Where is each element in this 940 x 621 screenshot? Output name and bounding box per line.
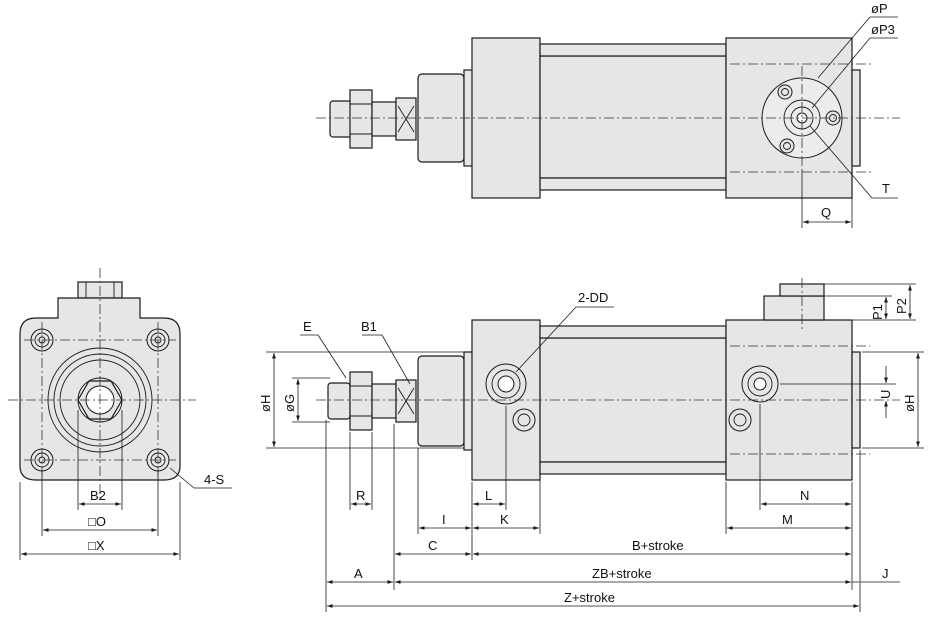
top-tube <box>539 55 727 179</box>
side-bolt-front <box>512 408 536 432</box>
label-oG: øG <box>282 394 297 412</box>
side-port-rear <box>741 365 779 403</box>
label-P1: P1 <box>870 304 885 320</box>
label-E: E <box>303 319 312 334</box>
label-oH-left: øH <box>258 395 273 412</box>
label-2-DD: 2-DD <box>578 290 608 305</box>
label-L: L <box>485 488 492 503</box>
side-view: 2-DD E B1 øH øG R <box>258 278 924 612</box>
label-X: □X <box>88 538 105 553</box>
side-rear-mount <box>763 295 825 321</box>
label-Z-stroke: Z+stroke <box>564 590 615 605</box>
label-ZB-stroke: ZB+stroke <box>592 566 652 581</box>
top-rod-nut <box>349 89 373 149</box>
side-tie-rod-top <box>539 325 727 339</box>
top-tie-rod-top <box>539 43 727 57</box>
side-port-front <box>485 363 527 405</box>
label-oP3: øP3 <box>871 22 895 37</box>
top-rod <box>329 100 353 138</box>
end-view: 4-S B2 □O □X <box>8 268 232 560</box>
label-O: □O <box>88 514 106 529</box>
label-oH-right: øH <box>902 395 917 412</box>
side-rod-nut <box>349 371 373 431</box>
label-C: C <box>428 538 437 553</box>
top-tie-rod-bottom <box>539 177 727 191</box>
label-B1: B1 <box>361 319 377 334</box>
label-Q: Q <box>821 205 831 220</box>
top-flange-bolt-1 <box>777 84 793 100</box>
side-bolt-rear <box>728 408 752 432</box>
label-M: M <box>782 512 793 527</box>
label-A: A <box>354 566 363 581</box>
label-P2: P2 <box>894 298 909 314</box>
label-T: T <box>882 181 890 196</box>
side-boss <box>417 355 465 447</box>
label-I: I <box>442 512 446 527</box>
side-rod-end <box>327 382 351 420</box>
label-N: N <box>800 488 809 503</box>
label-B2: B2 <box>90 488 106 503</box>
label-B-stroke: B+stroke <box>632 538 684 553</box>
label-oP: øP <box>871 1 888 16</box>
label-R: R <box>356 488 365 503</box>
label-U: U <box>878 390 893 399</box>
label-4-S: 4-S <box>204 472 225 487</box>
label-K: K <box>500 512 509 527</box>
label-J: J <box>882 566 889 581</box>
top-flange-bolt-3 <box>779 138 795 154</box>
top-view: øP øP3 T Q <box>316 1 900 228</box>
side-tie-rod-bottom <box>539 461 727 475</box>
top-rod-shaft <box>371 101 397 137</box>
side-rod-shaft <box>371 383 397 419</box>
